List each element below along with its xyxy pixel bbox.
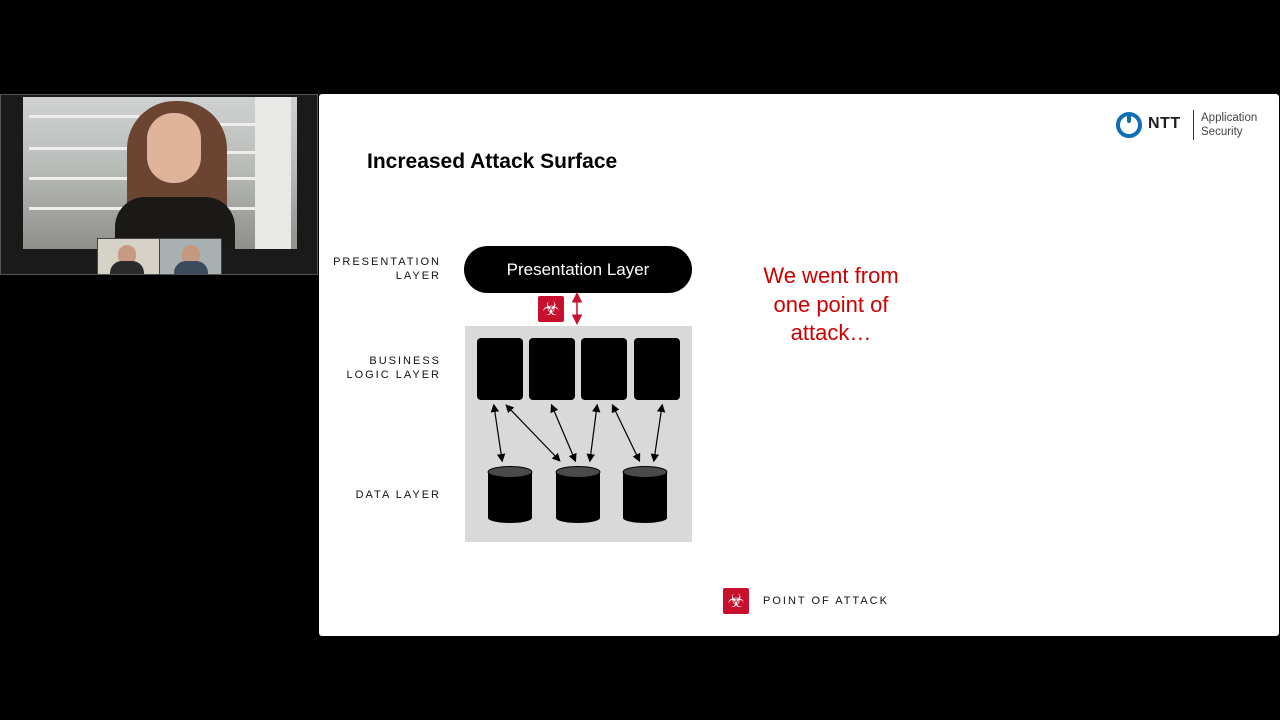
connection-arrow	[650, 403, 666, 463]
business-logic-service-box	[634, 338, 680, 400]
data-label-text: DATA LAYER	[355, 489, 441, 501]
slide-callout-text: We went from one point of attack…	[739, 262, 923, 348]
business-label-line1: BUSINESS	[369, 355, 441, 367]
logo-product-text: Application Security	[1201, 111, 1271, 139]
participant-thumbnail[interactable]	[159, 238, 222, 274]
presentation-layer-label: PRESENTATION LAYER	[333, 255, 441, 283]
bookshelf	[191, 177, 279, 180]
logo-product-line2: Security	[1201, 126, 1243, 138]
bookshelf	[29, 177, 139, 180]
speaker-video-feed	[23, 97, 297, 249]
business-logic-service-box	[581, 338, 627, 400]
connection-arrow	[586, 403, 601, 463]
logo-product-line1: Application	[1201, 112, 1258, 124]
callout-line2: one point of	[773, 291, 889, 317]
participant-head	[182, 245, 200, 265]
connection-arrow	[611, 403, 641, 463]
callout-line1: We went from	[763, 263, 899, 288]
speaker-face	[147, 113, 201, 183]
business-logic-layer-label: BUSINESS LOGIC LAYER	[346, 354, 441, 382]
bookshelf	[191, 151, 279, 154]
legend-label: POINT OF ATTACK	[763, 595, 889, 607]
bookshelf	[29, 207, 139, 210]
database-cylinder	[487, 466, 533, 523]
database-cylinder	[622, 466, 668, 523]
biohazard-icon: ☣	[723, 588, 749, 614]
logo-brand-text: NTT	[1148, 115, 1181, 132]
data-layer-label: DATA LAYER	[356, 488, 441, 502]
connection-arrow	[490, 403, 506, 463]
logo-divider	[1193, 110, 1194, 140]
bookshelf	[29, 115, 139, 118]
presentation-layer-box: Presentation Layer	[464, 246, 692, 293]
bookshelf	[29, 147, 139, 150]
participant-head	[118, 245, 136, 265]
business-logic-service-box	[477, 338, 523, 400]
slide-title: Increased Attack Surface	[367, 150, 618, 173]
bookshelf	[191, 207, 279, 210]
biohazard-icon: ☣	[538, 296, 564, 322]
participant-body	[110, 261, 144, 274]
ntt-logo-icon	[1116, 112, 1142, 138]
participant-body	[174, 261, 208, 274]
presentation-slide: NTT Application Security Increased Attac…	[319, 94, 1279, 636]
bookshelf	[191, 123, 279, 126]
presentation-label-line2: LAYER	[395, 270, 441, 282]
ntt-application-security-logo: NTT Application Security	[1116, 110, 1266, 140]
presentation-label-line1: PRESENTATION	[333, 256, 441, 268]
speaker-video-tile[interactable]	[0, 94, 318, 275]
architecture-diagram	[487, 292, 668, 523]
connection-arrow	[505, 404, 561, 462]
participant-thumbnail[interactable]	[97, 238, 160, 274]
database-cylinder	[555, 466, 601, 523]
callout-line3: attack…	[790, 320, 872, 345]
business-label-line2: LOGIC LAYER	[346, 369, 441, 381]
connection-arrow	[550, 403, 577, 463]
business-logic-service-box	[529, 338, 575, 400]
doorframe	[255, 97, 291, 249]
